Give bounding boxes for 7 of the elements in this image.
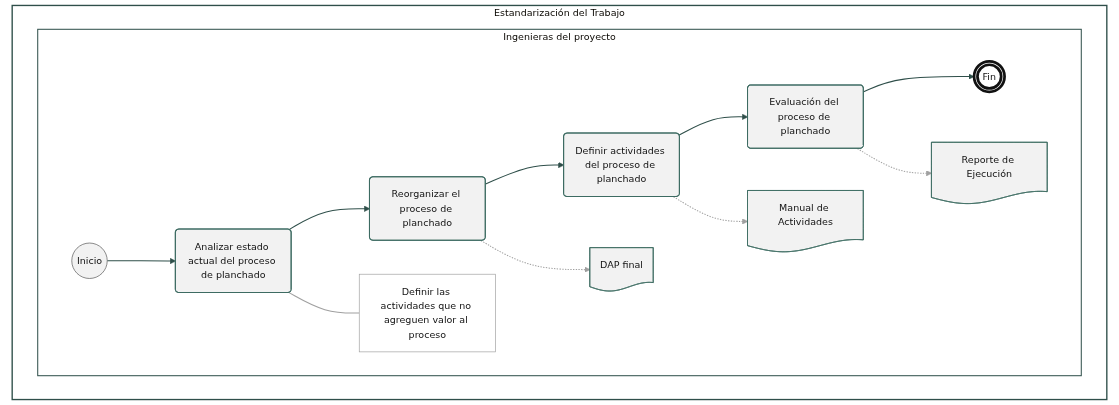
arrow <box>106 258 176 265</box>
arrow <box>673 196 749 225</box>
node-box: Definir las actividades que no agreguen valor al proceso <box>358 273 496 353</box>
arrow <box>863 73 975 93</box>
connector <box>288 292 360 314</box>
node-circle: Inicio <box>71 242 108 279</box>
arrow <box>480 240 591 273</box>
